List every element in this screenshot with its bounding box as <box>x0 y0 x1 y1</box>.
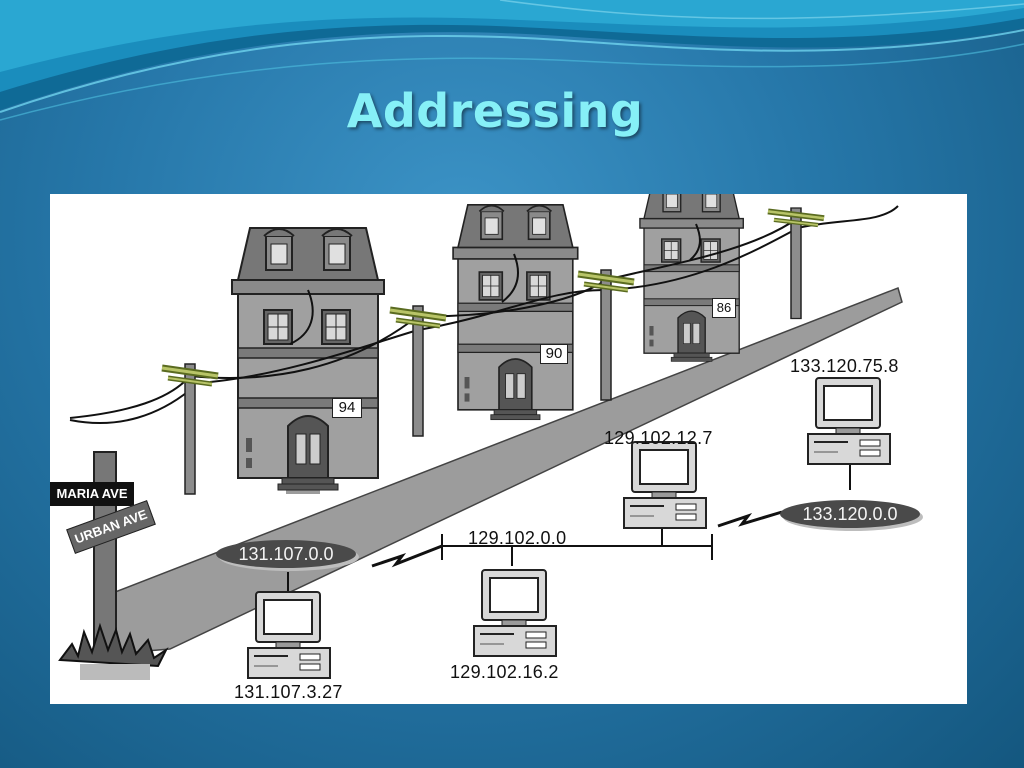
wan-link-right <box>717 510 783 528</box>
host-address-133-120-75-8: 133.120.75.8 <box>790 356 899 376</box>
host-133-120-75-8-computer <box>807 377 891 465</box>
street-sign-maria-ave: MARIA AVE <box>50 482 134 506</box>
slide-title: Addressing <box>346 84 644 138</box>
addressing-diagram: MARIA AVE URBAN AVE 94 90 86 131.107.0.0… <box>50 194 967 704</box>
house-94 <box>231 227 385 491</box>
network-129-102-label: 129.102.0.0 <box>468 528 567 548</box>
house-90 <box>452 203 579 421</box>
header-wave-decoration <box>0 0 1024 121</box>
host-address-131-107-3-27: 131.107.3.27 <box>234 682 343 702</box>
network-131-107-oval: 131.107.0.0 <box>216 540 356 568</box>
utility-pole-1 <box>162 364 218 494</box>
host-address-129-102-16-2: 129.102.16.2 <box>450 662 559 682</box>
host-129-102-16-2-computer <box>473 569 557 657</box>
house-number-90: 90 <box>540 344 568 364</box>
utility-pole-4 <box>768 208 824 319</box>
host-129-102-12-7-computer <box>623 441 707 529</box>
house-86 <box>639 194 744 363</box>
diagram-artwork <box>58 194 903 680</box>
network-133-120-oval: 133.120.0.0 <box>780 500 920 528</box>
utility-pole-2 <box>390 306 446 436</box>
host-address-129-102-12-7: 129.102.12.7 <box>604 428 713 448</box>
house-number-94: 94 <box>332 398 362 418</box>
grass-tuft <box>58 622 169 668</box>
house-number-86: 86 <box>712 298 736 318</box>
host-131-107-3-27-computer <box>247 591 331 679</box>
wan-link-left <box>371 544 443 568</box>
